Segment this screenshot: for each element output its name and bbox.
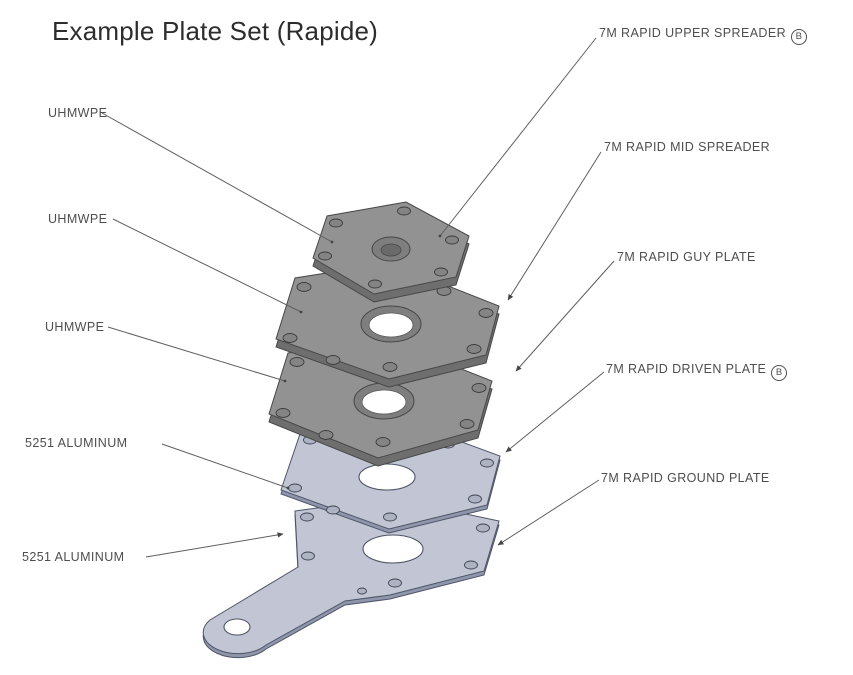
rev-badge: B	[791, 29, 808, 45]
upper-center-hole	[380, 243, 402, 257]
leader-lines	[101, 37, 615, 558]
driven-center-hole	[358, 463, 416, 491]
material-label-uhmwpe-1: UHMWPE	[48, 106, 108, 120]
upper-bolt-holes	[318, 206, 459, 289]
leader-mid-spreader	[507, 151, 602, 301]
plate-ground	[202, 497, 500, 659]
leader-uhmwpe-mid	[112, 218, 303, 314]
part-label-mid-spreader: 7M RAPID MID SPREADER	[604, 140, 771, 154]
part-label-guy-plate: 7M RAPID GUY PLATE	[617, 250, 756, 264]
material-label-uhmwpe-2: UHMWPE	[48, 212, 108, 226]
page-title: Example Plate Set (Rapide)	[52, 16, 379, 46]
leader-ground-plate	[497, 479, 600, 546]
leader-aluminum-ground	[145, 532, 284, 558]
ground-bolt-holes	[300, 503, 490, 595]
ground-center-hole	[362, 534, 424, 564]
rev-badge: B	[771, 365, 788, 381]
material-label-uhmwpe-3: UHMWPE	[45, 320, 105, 334]
mid-center-hole	[368, 312, 414, 338]
leader-upper-spreader	[438, 37, 597, 238]
ground-plate-face	[202, 497, 500, 655]
leader-uhmwpe-upper	[101, 112, 334, 244]
part-label-ground-plate: 7M RAPID GROUND PLATE	[601, 471, 770, 485]
plate-upper-spreader	[312, 201, 470, 303]
material-label-aluminum-1: 5251 ALUMINUM	[25, 436, 128, 450]
ground-eyelet-hole	[223, 618, 251, 636]
leader-guy-plate	[515, 260, 615, 372]
leader-aluminum-driven	[161, 443, 290, 490]
guy-center-hole	[361, 389, 407, 415]
material-label-aluminum-2: 5251 ALUMINUM	[22, 550, 125, 564]
leader-uhmwpe-guy	[107, 326, 287, 383]
leader-driven-plate	[505, 371, 605, 453]
plate-mid-spreader	[275, 262, 500, 388]
